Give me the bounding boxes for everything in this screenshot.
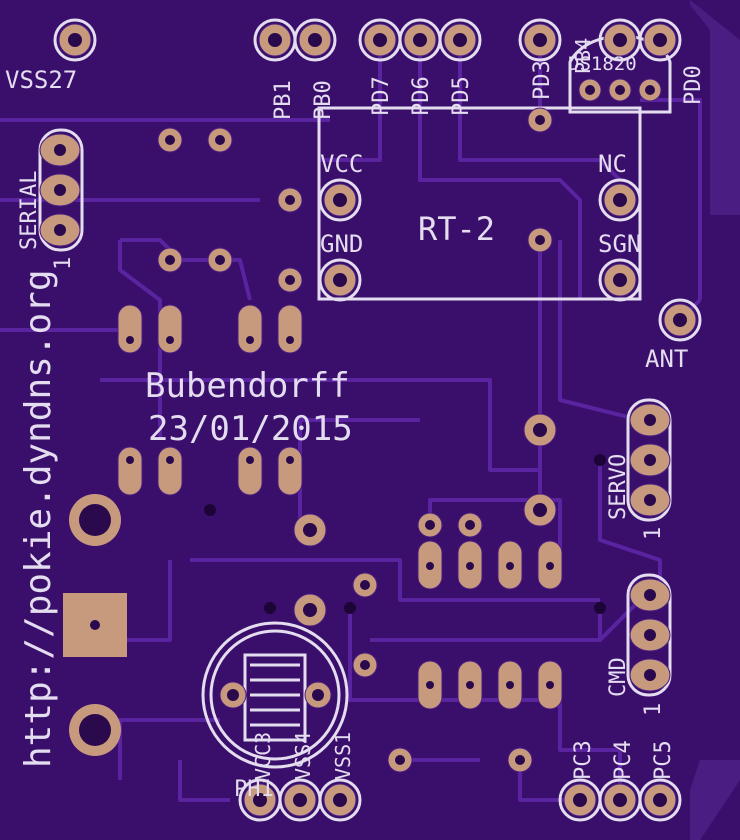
pb4-label: PB4 [571, 38, 595, 74]
pd7-label: PD7 [369, 76, 394, 116]
ph1-label: PH1 [234, 777, 274, 802]
rt2-label: RT-2 [418, 210, 495, 248]
servo-header [626, 398, 672, 522]
sgn-label: SGN [598, 230, 641, 258]
date-label: 23/01/2015 [148, 409, 353, 449]
serial-pin1-label: 1 [51, 257, 76, 270]
small-pads [157, 78, 662, 773]
board-edge-right [690, 0, 740, 215]
trace-layer [0, 40, 702, 802]
pc5-label: PC5 [651, 740, 676, 780]
cmd-header [626, 573, 672, 697]
servo-pin1-label: 1 [641, 527, 666, 540]
nc-label: NC [598, 150, 627, 178]
vss1-label: VSS1 [331, 732, 355, 780]
pd3-label: PD3 [530, 60, 555, 100]
pd5-label: PD5 [449, 76, 474, 116]
serial-header [38, 128, 84, 252]
vss4-label: VSS4 [291, 732, 315, 780]
cmd-label: CMD [606, 657, 631, 697]
pb1-label: PB1 [271, 80, 296, 120]
pb0-label: PB0 [311, 80, 336, 120]
board-edge-bottom-right [690, 760, 740, 840]
oval-pads [117, 304, 563, 710]
vss27-label: VSS27 [5, 66, 77, 94]
vias [204, 454, 606, 614]
cmd-pin1-label: 1 [641, 703, 666, 716]
author-label: Bubendorff [145, 366, 350, 406]
ant-label: ANT [645, 345, 688, 373]
pc4-label: PC4 [611, 740, 636, 780]
url-label: http://pokie.dyndns.org [18, 270, 59, 769]
pd6-label: PD6 [409, 76, 434, 116]
vcc3-label: VCC3 [251, 732, 275, 780]
pd0-label: PD0 [681, 65, 706, 105]
servo-label: SERVO [606, 454, 631, 520]
round-pads [53, 18, 702, 822]
vcc-label: VCC [320, 150, 363, 178]
gnd-label: GND [320, 230, 363, 258]
serial-label: SERIAL [17, 171, 42, 250]
ldr-ph1 [201, 621, 349, 769]
pc3-label: PC3 [571, 740, 596, 780]
